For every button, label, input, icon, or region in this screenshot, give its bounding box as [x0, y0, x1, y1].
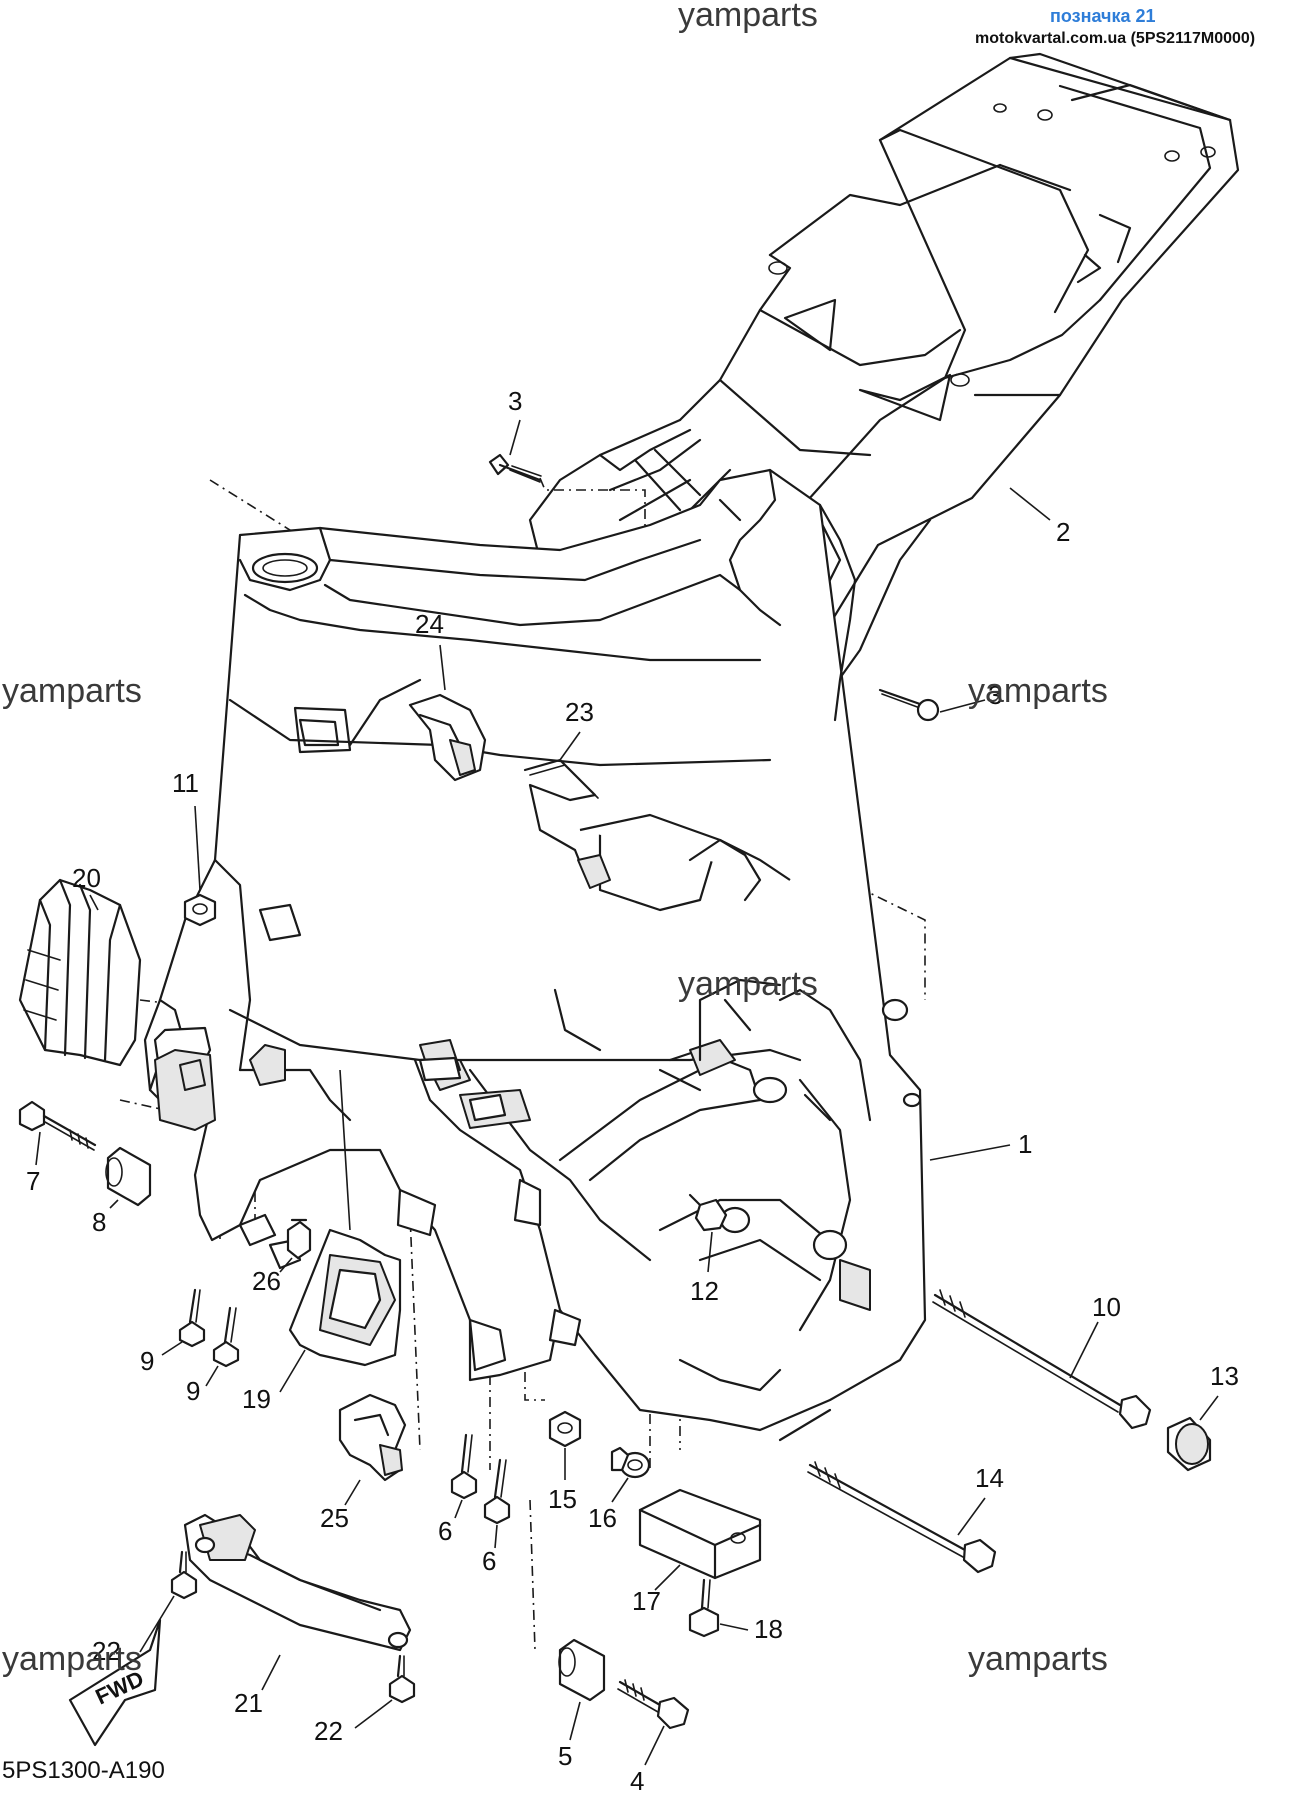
part-19-boot — [288, 1228, 402, 1367]
callout-22-a: 22 — [92, 1636, 121, 1666]
frame-mounting-brackets — [154, 903, 531, 1131]
callout-26: 26 — [252, 1266, 281, 1296]
part-13-cap — [1166, 1416, 1212, 1472]
callout-9-b: 9 — [186, 1376, 200, 1406]
part-6-bolt-a — [450, 1433, 478, 1500]
part-1-main-frame — [143, 468, 927, 1442]
part-9-bolt-a — [178, 1288, 206, 1348]
callout-2: 2 — [1056, 517, 1070, 547]
callout-14: 14 — [975, 1463, 1004, 1493]
part-14-long-bolt — [807, 1461, 997, 1574]
part-8-collar — [105, 1146, 152, 1207]
watermark-center: yamparts — [678, 965, 818, 1003]
part-16-bolt — [610, 1446, 651, 1479]
callout-22-b: 22 — [314, 1716, 343, 1746]
callout-21: 21 — [234, 1688, 263, 1718]
part-22-screw-b — [388, 1654, 416, 1704]
callout-9-a: 9 — [140, 1346, 154, 1376]
watermark-bottom-right: yamparts — [968, 1640, 1108, 1678]
callout-3-upper: 3 — [508, 386, 522, 416]
callout-25: 25 — [320, 1503, 349, 1533]
part-24-clamp — [408, 693, 487, 782]
callout-15: 15 — [548, 1484, 577, 1514]
part-15-nut — [548, 1410, 582, 1448]
callout-5: 5 — [558, 1741, 572, 1771]
callout-8: 8 — [92, 1207, 106, 1237]
callout-17: 17 — [632, 1586, 661, 1616]
callout-19: 19 — [242, 1384, 271, 1414]
callout-1: 1 — [1018, 1129, 1032, 1159]
callout-6-a: 6 — [438, 1516, 452, 1546]
tag-label: позначка 21 — [1050, 6, 1156, 26]
part-9-bolt-b — [212, 1306, 240, 1368]
part-20-air-duct — [18, 878, 142, 1067]
callout-12: 12 — [690, 1276, 719, 1306]
part-21-lower-bracket — [183, 1513, 412, 1652]
part-6-bolt-b — [483, 1458, 511, 1525]
site-label: motokvartal.com.ua (5PS2117M0000) — [975, 30, 1255, 47]
callout-23: 23 — [565, 697, 594, 727]
callout-6-b: 6 — [482, 1546, 496, 1576]
callout-11: 11 — [172, 768, 199, 798]
part-7-bolt — [18, 1100, 97, 1151]
callout-18: 18 — [754, 1614, 783, 1644]
part-18-bolt — [688, 1578, 720, 1638]
watermark-top: yamparts — [678, 0, 818, 34]
diagram-code: 5PS1300-A190 — [2, 1757, 165, 1784]
part-26-fitting — [286, 1218, 312, 1260]
callout-20: 20 — [72, 863, 101, 893]
callout-13: 13 — [1210, 1361, 1239, 1391]
callout-24: 24 — [415, 609, 444, 639]
part-10-long-bolt — [932, 1289, 1152, 1430]
part-11-nut — [183, 893, 217, 927]
part-23-cable-tie — [523, 758, 611, 889]
part-4-bolt — [617, 1679, 690, 1730]
part-22-screw-a — [170, 1550, 198, 1600]
part-2-rear-subframe — [528, 52, 1240, 732]
callout-4: 4 — [630, 1766, 644, 1796]
callout-7: 7 — [26, 1166, 40, 1196]
callout-16: 16 — [588, 1503, 617, 1533]
part-3-bolt-upper — [488, 453, 542, 483]
callout-3-right: 3 — [988, 680, 1002, 710]
part-17-bracket — [638, 1488, 762, 1580]
part-25-clip — [338, 1393, 407, 1482]
callout-10: 10 — [1092, 1292, 1121, 1322]
part-3-bolt-right — [878, 688, 940, 722]
part-12-bolt — [688, 1193, 728, 1232]
watermark-left: yamparts — [2, 672, 142, 710]
watermark-bottom-left: yamparts — [2, 1640, 142, 1678]
part-5-collar — [558, 1638, 606, 1702]
watermark-right: yamparts — [968, 672, 1108, 710]
